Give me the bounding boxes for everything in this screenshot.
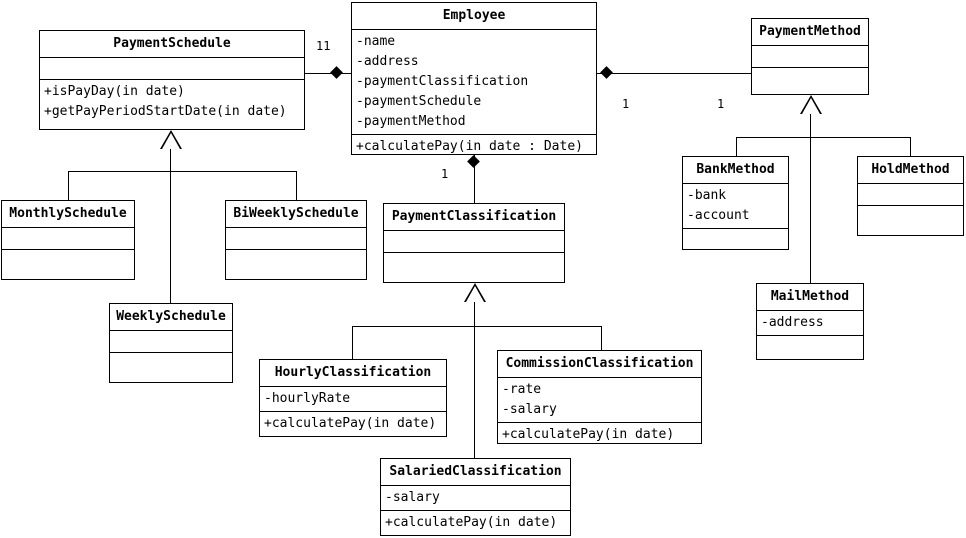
assoc-line-employee-paymentschedule (305, 73, 351, 74)
class-member: -address (761, 315, 824, 330)
gen-branch-bankmethod (736, 137, 737, 156)
class-title-payment-classification: PaymentClassification (384, 204, 564, 231)
assoc-line-employee-paymentmethod (597, 73, 751, 74)
class-member: -salary (502, 402, 557, 417)
gen-branch-mailmethod (810, 137, 811, 283)
class-operations-payment-schedule: +isPayDay(in date) +getPayPeriodStartDate… (40, 80, 304, 124)
class-box-payment-classification[interactable]: PaymentClassification (383, 203, 565, 283)
class-attributes-hourly-classification: -hourlyRate (260, 387, 446, 412)
class-attributes-payment-classification (384, 231, 564, 253)
class-operations-commission-classification: +calculatePay(in date) (498, 423, 701, 447)
class-operations-mail-method (757, 336, 863, 358)
class-member: +calculatePay(in date) (264, 416, 437, 431)
class-title-payment-schedule: PaymentSchedule (40, 31, 304, 58)
class-attributes-payment-schedule (40, 58, 304, 80)
class-operations-hold-method (858, 206, 963, 228)
multiplicity-classification-end: 1 (441, 167, 449, 181)
gen-branch-commissionclassification (601, 326, 602, 350)
class-attributes-mail-method: -address (757, 311, 863, 336)
gen-branch-salariedclassification (474, 326, 475, 458)
class-operations-hourly-classification: +calculatePay(in date) (260, 412, 446, 436)
class-title-monthly-schedule: MonthlySchedule (2, 201, 134, 228)
class-attributes-payment-method (752, 46, 868, 68)
class-title-weekly-schedule: WeeklySchedule (110, 304, 232, 331)
class-member: +calculatePay(in date) (502, 427, 675, 442)
class-attributes-employee: -name -address -paymentClassification -paym… (352, 30, 596, 135)
gen-stem-paymentschedule (170, 149, 171, 171)
class-member: -salary (385, 490, 440, 505)
class-member: +calculatePay(in date : Date) (356, 139, 583, 154)
class-title-employee: Employee (352, 3, 596, 30)
multiplicity-schedule-end: 11 (316, 39, 331, 53)
class-box-weekly-schedule[interactable]: WeeklySchedule (109, 303, 233, 383)
class-operations-bank-method (683, 229, 788, 251)
class-member: -rate (502, 382, 542, 397)
class-box-employee[interactable]: Employee -name -address -paymentClassifica… (351, 2, 597, 155)
class-box-salaried-classification[interactable]: SalariedClassification -salary +calculat… (380, 458, 571, 536)
gen-bar-paymentclassification (352, 326, 601, 327)
class-title-mail-method: MailMethod (757, 284, 863, 311)
class-title-biweekly-schedule: BiWeeklySchedule (226, 201, 366, 228)
class-member: +getPayPeriodStartDate(in date) (44, 104, 287, 119)
class-member: -address (356, 54, 419, 69)
class-box-hold-method[interactable]: HoldMethod (857, 156, 964, 236)
class-box-bank-method[interactable]: BankMethod -bank -account (682, 156, 789, 250)
gen-branch-hourlyclassification (352, 326, 353, 359)
class-title-hold-method: HoldMethod (858, 157, 963, 184)
class-member: -bank (687, 188, 727, 203)
class-attributes-salaried-classification: -salary (381, 486, 570, 511)
class-title-hourly-classification: HourlyClassification (260, 360, 446, 387)
class-operations-employee: +calculatePay(in date : Date) (352, 135, 596, 159)
class-title-salaried-classification: SalariedClassification (381, 459, 570, 486)
class-member: -paymentMethod (356, 114, 466, 129)
assoc-line-employee-paymentclassification (474, 155, 475, 203)
class-member: -paymentSchedule (356, 94, 482, 109)
class-attributes-bank-method: -bank -account (683, 184, 788, 229)
class-title-payment-method: PaymentMethod (752, 19, 868, 46)
gen-branch-monthlyschedule (68, 171, 69, 200)
gen-bar-paymentmethod (736, 137, 910, 138)
class-box-payment-method[interactable]: PaymentMethod (751, 18, 869, 95)
multiplicity-method-target-end: 1 (717, 97, 725, 111)
gen-bar-paymentschedule (68, 171, 297, 172)
gen-branch-holdmethod (910, 137, 911, 156)
class-box-payment-schedule[interactable]: PaymentSchedule +isPayDay(in date) +getPa… (39, 30, 305, 130)
class-attributes-weekly-schedule (110, 331, 232, 353)
class-member: -paymentClassification (356, 74, 529, 89)
class-attributes-commission-classification: -rate -salary (498, 378, 701, 423)
gen-branch-weeklyschedule (170, 171, 171, 303)
class-operations-payment-method (752, 68, 868, 90)
class-box-mail-method[interactable]: MailMethod -address (756, 283, 864, 360)
composition-diamond-paymentschedule (330, 66, 343, 79)
class-title-commission-classification: CommissionClassification (498, 351, 701, 378)
class-member: +isPayDay(in date) (44, 84, 185, 99)
class-operations-payment-classification (384, 253, 564, 275)
class-operations-biweekly-schedule (226, 250, 366, 272)
gen-branch-biweeklyschedule (296, 171, 297, 200)
class-member: +calculatePay(in date) (385, 515, 558, 530)
multiplicity-method-source-end: 1 (622, 97, 630, 111)
class-operations-monthly-schedule (2, 250, 134, 272)
class-member: -account (687, 208, 750, 223)
class-operations-weekly-schedule (110, 353, 232, 375)
class-operations-salaried-classification: +calculatePay(in date) (381, 511, 570, 535)
class-member: -name (356, 34, 396, 49)
class-title-bank-method: BankMethod (683, 157, 788, 184)
class-box-commission-classification[interactable]: CommissionClassification -rate -salary +c… (497, 350, 702, 444)
gen-stem-paymentclassification (474, 302, 475, 326)
class-attributes-monthly-schedule (2, 228, 134, 250)
composition-diamond-paymentmethod (600, 66, 613, 79)
class-attributes-hold-method (858, 184, 963, 206)
class-box-monthly-schedule[interactable]: MonthlySchedule (1, 200, 135, 280)
class-attributes-biweekly-schedule (226, 228, 366, 250)
class-member: -hourlyRate (264, 391, 351, 406)
class-box-hourly-classification[interactable]: HourlyClassification -hourlyRate +calcul… (259, 359, 447, 437)
class-box-biweekly-schedule[interactable]: BiWeeklySchedule (225, 200, 367, 280)
gen-stem-paymentmethod (810, 114, 811, 137)
